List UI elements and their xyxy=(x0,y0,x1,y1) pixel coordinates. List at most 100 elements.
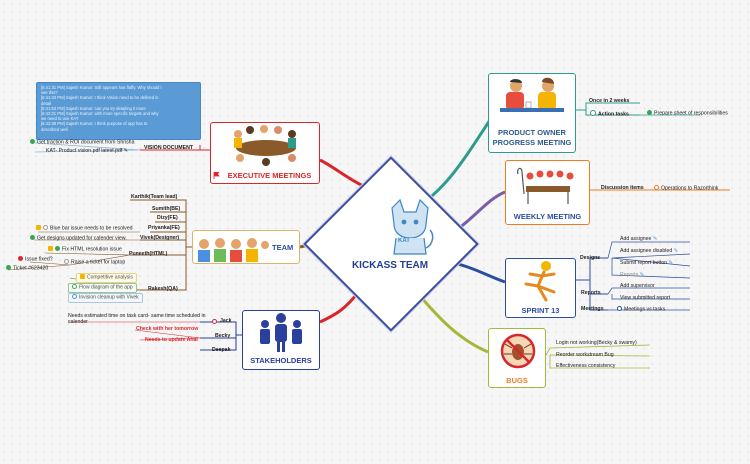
check-icon xyxy=(30,139,35,144)
bullet-icon xyxy=(212,319,217,324)
action-tasks-text: Action tasks xyxy=(598,111,629,118)
runner-icon xyxy=(524,261,556,302)
sprint-13-title: SPRINT 13 xyxy=(521,306,560,315)
progress-icon xyxy=(647,110,652,115)
add-assignee-disabled-item[interactable]: Add assignee disabled ✎ xyxy=(620,248,678,255)
product-vision-text: KAT- Product vision.pdf latest.pdf xyxy=(46,148,123,154)
jack-note-line1[interactable]: Needs estimated time on task card- same … xyxy=(68,313,206,319)
member-sumith[interactable]: Sumith(BE) xyxy=(152,206,181,212)
designs-label[interactable]: Designs xyxy=(580,255,601,261)
flag-icon xyxy=(213,172,220,179)
operations-item[interactable]: Operations to Razorthink xyxy=(654,185,718,193)
submit-report-button-item[interactable]: Submit report button ✎ xyxy=(620,260,673,267)
prepare-sheet-item[interactable]: Prepare sheet of responsibilities xyxy=(647,110,728,118)
becky-check-item[interactable]: Check with her tomorrow xyxy=(136,326,199,332)
frequency-label[interactable]: Once in 2 weeks xyxy=(589,98,630,104)
attachment-icon: ✎ xyxy=(123,148,128,154)
product-owner-title-line2: PROGRESS MEETING xyxy=(492,138,572,147)
ticket-number-item[interactable]: Ticket #623420 xyxy=(6,265,48,273)
issue-fixed-item[interactable]: Issue fixed? xyxy=(18,256,53,264)
submit-report-text: Submit report button xyxy=(620,260,668,266)
progress-icon xyxy=(72,284,77,289)
team-people-icon xyxy=(198,238,269,262)
laptop-ticket-task[interactable]: Raise a ticket for laptop xyxy=(64,259,125,267)
invision-cleanup-task[interactable]: Invision cleanup with Vivek xyxy=(68,293,143,303)
blue-bar-task[interactable]: Blue bar issue needs to be resolved xyxy=(36,225,132,233)
reports-design-item[interactable]: Reports ✎ xyxy=(620,272,644,279)
target-icon xyxy=(590,110,596,116)
competitive-analysis-task[interactable]: Competitive analysis xyxy=(76,273,137,283)
add-assignee-text: Add assignee xyxy=(620,236,652,242)
note-line: [6:42:21 PM] Sajesh Kumar: with more spe… xyxy=(41,111,159,117)
note-line: see this? xyxy=(41,90,58,96)
check-icon xyxy=(30,235,35,240)
jack-note-line2: calender xyxy=(68,319,88,325)
member-karthik[interactable]: Karthik(Team lead) xyxy=(131,194,178,200)
meetings-label[interactable]: Meetings xyxy=(581,306,604,312)
meeting-table-illustration-icon xyxy=(234,125,296,166)
pencil-icon: ✎ xyxy=(673,248,679,254)
reports-label[interactable]: Reports xyxy=(581,290,601,296)
note-line: detail xyxy=(41,100,52,106)
login-bug-item[interactable]: Login not working(Becky & swamy) xyxy=(556,340,637,346)
becky-update-item[interactable]: Needs to update Ahal xyxy=(145,337,198,343)
html-resolution-task[interactable]: Fix HTML resolution issue xyxy=(48,246,122,254)
weekly-meeting-node[interactable] xyxy=(505,160,590,225)
meetings-vs-tasks-text: Meetings vs tasks xyxy=(624,306,666,313)
stakeholder-deepak[interactable]: Deepak xyxy=(212,347,231,353)
product-owner-node[interactable] xyxy=(488,73,576,153)
progress-icon xyxy=(72,294,77,299)
reorder-bug-item[interactable]: Reorder workstream Bug xyxy=(556,352,614,358)
two-people-meeting-icon xyxy=(500,77,564,112)
member-rakesh[interactable]: Rakesh(QA) xyxy=(148,286,178,292)
check-icon xyxy=(6,265,11,270)
priority-icon xyxy=(48,246,53,251)
add-assignee-item[interactable]: Add assignee ✎ xyxy=(620,236,657,243)
team-title: TEAM xyxy=(272,243,294,252)
priority-icon xyxy=(80,274,85,279)
logo-text: KAT xyxy=(398,238,410,244)
blue-bar-text: Blue bar issue needs to be resolved xyxy=(50,225,133,232)
invision-cleanup-text: Invision cleanup with Vivek xyxy=(79,294,139,301)
check-icon xyxy=(55,246,60,251)
calendar-designs-text: Get designs updated for calender view. xyxy=(37,235,127,242)
stakeholders-title: STAKEHOLDERS xyxy=(250,356,312,365)
pencil-icon: ✎ xyxy=(668,260,673,266)
view-submitted-report-item[interactable]: View submitted report xyxy=(620,295,671,301)
member-vivek[interactable]: Vivek(Designer) xyxy=(140,235,180,241)
bullet-icon xyxy=(617,306,622,311)
traction-roi-item[interactable]: Get traction & ROI document from Shrisha xyxy=(30,139,134,147)
add-supervisor-item[interactable]: Add supervisor xyxy=(620,283,655,289)
traction-roi-text: Get traction & ROI document from Shrisha xyxy=(37,139,135,146)
product-vision-attachment[interactable]: KAT- Product vision.pdf latest.pdf ✎ xyxy=(46,148,128,155)
flow-diagram-task[interactable]: Flow diagram of the app xyxy=(68,283,137,293)
note-line: [6:41:31 PM] Sajesh Kumar: Still appears… xyxy=(41,85,162,90)
action-tasks-label[interactable]: Action tasks xyxy=(590,110,629,119)
prepare-sheet-text: Prepare sheet of responsibilities xyxy=(654,110,728,117)
pencil-icon: ✎ xyxy=(639,272,644,278)
member-dizy[interactable]: Dizy(FE) xyxy=(157,215,178,221)
stakeholder-becky[interactable]: Becky xyxy=(215,333,231,339)
weekly-meeting-title: WEEKLY MEETING xyxy=(513,212,582,221)
calendar-designs-task[interactable]: Get designs updated for calender view. xyxy=(30,235,127,243)
operations-text: Operations to Razorthink xyxy=(661,185,719,192)
flow-diagram-text: Flow diagram of the app xyxy=(79,284,133,291)
bugs-title: BUGS xyxy=(506,376,528,385)
product-owner-title-line1: PRODUCT OWNER xyxy=(498,128,566,137)
alert-icon xyxy=(18,256,23,261)
progress-empty-icon xyxy=(64,259,69,264)
executive-meetings-title: EXECUTIVE MEETINGS xyxy=(227,171,312,180)
cat-logo-icon xyxy=(391,198,434,255)
discussion-items-label[interactable]: Discussion items xyxy=(601,185,644,191)
note-line: [6:42:38 PM] Sajesh Kumar: I think purpo… xyxy=(41,121,148,127)
effectiveness-bug-item[interactable]: Effectiveness consistency xyxy=(556,363,616,369)
meetings-vs-tasks-item[interactable]: Meetings vs tasks xyxy=(617,306,665,314)
stakeholder-jack[interactable]: Jack xyxy=(220,318,232,324)
note-line: [6:41:43 PM] Sajesh Kumar: I think Visio… xyxy=(41,95,159,101)
ticket-number-text: Ticket #623420 xyxy=(13,265,49,272)
bullet-icon xyxy=(654,185,659,190)
vision-document-label[interactable]: VISION DOCUMENT xyxy=(144,145,193,151)
member-puneeth[interactable]: Puneeth(HTML) xyxy=(129,251,168,257)
member-priyanka[interactable]: Priyanka(FE) xyxy=(148,225,180,231)
stakeholders-people-icon xyxy=(260,313,302,352)
